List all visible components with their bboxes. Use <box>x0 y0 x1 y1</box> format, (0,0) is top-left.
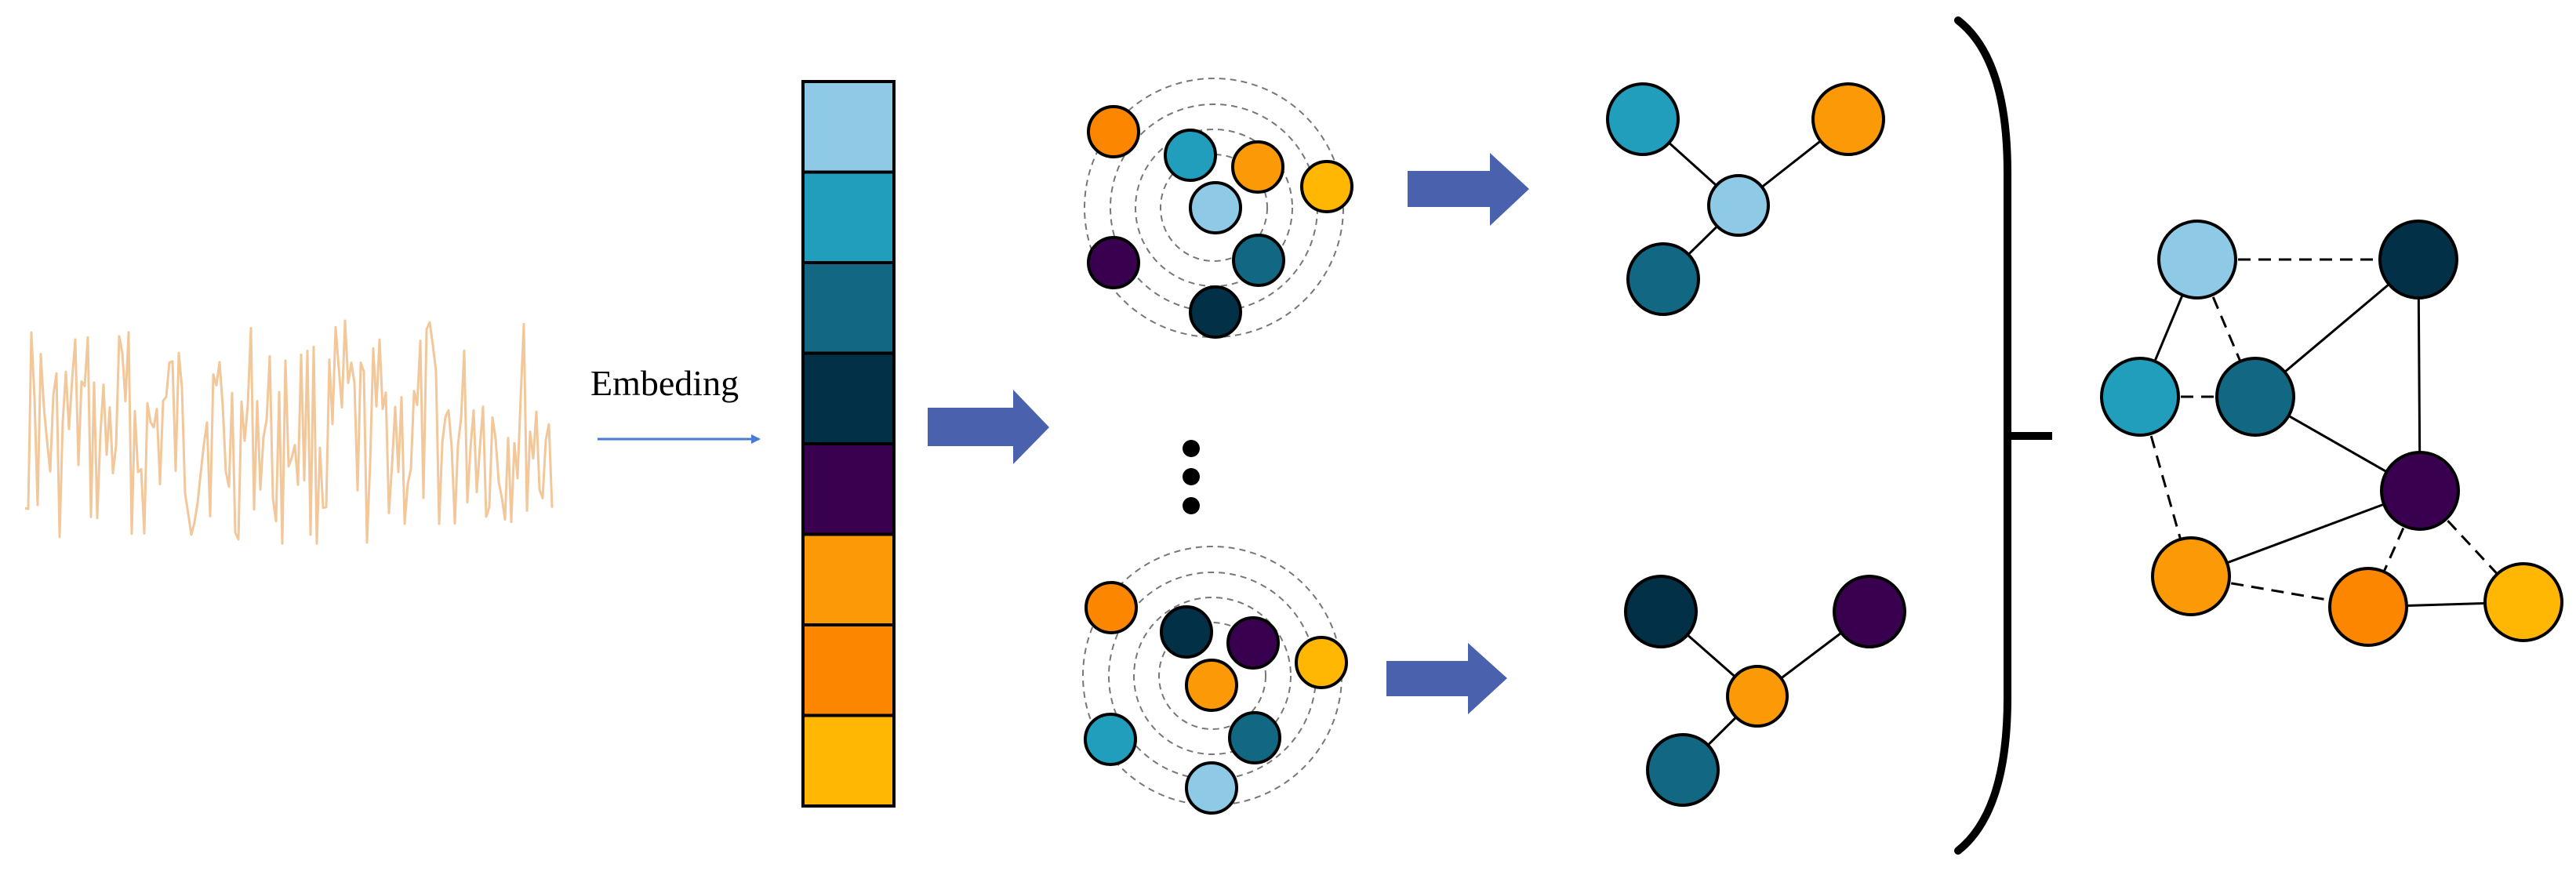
graph-node <box>2328 567 2408 647</box>
graph-node <box>1084 713 1137 766</box>
embedding-label: Embeding <box>590 363 739 403</box>
embedding-cell <box>801 623 896 717</box>
orbit-ring <box>1133 597 1292 755</box>
graph-node <box>1189 181 1242 234</box>
embedding-cell <box>801 80 896 174</box>
graph-node <box>1300 160 1353 213</box>
graph-node <box>1231 140 1284 194</box>
embedding-cell <box>801 532 896 626</box>
graph-node <box>1164 129 1217 182</box>
solid-edge <box>2190 489 2421 578</box>
combined-graph <box>2100 220 2563 647</box>
embedding-cell <box>801 713 896 808</box>
orbit-ring <box>1158 622 1266 730</box>
embedding-vector <box>801 80 896 808</box>
graph-node <box>2157 220 2237 300</box>
graph-node <box>1811 82 1885 156</box>
graph-node <box>1085 581 1138 634</box>
graph-node <box>2151 536 2231 616</box>
graph-node <box>1646 733 1720 807</box>
subgraph-bottom <box>1624 575 1906 807</box>
graph-node <box>1185 659 1238 712</box>
graph-node <box>1606 82 1680 156</box>
graph-node <box>1226 616 1280 670</box>
graph-node <box>1087 105 1140 158</box>
node-cluster-top <box>1084 78 1353 339</box>
graph-node <box>1295 636 1348 689</box>
time-series-signal-icon <box>24 319 554 545</box>
graph-node <box>2100 357 2180 437</box>
subgraph-top <box>1606 82 1885 316</box>
graph-node <box>1185 761 1238 815</box>
node-cluster-bottom <box>1082 546 1348 815</box>
graph-node <box>1624 575 1698 648</box>
graph-node <box>1232 234 1285 287</box>
graph-node <box>2380 451 2460 531</box>
graph-node <box>2483 562 2563 642</box>
graph-node <box>1189 285 1242 339</box>
embedding-cell <box>801 442 896 536</box>
graph-node <box>1087 236 1140 289</box>
ellipsis-dots-icon <box>1183 440 1200 514</box>
graph-node <box>2378 220 2458 300</box>
graph-node <box>1626 242 1700 316</box>
orbit-ring <box>1160 154 1268 262</box>
graph-node <box>1228 711 1281 764</box>
graph-node <box>1160 605 1213 659</box>
bracket-icon <box>1954 16 2052 855</box>
graph-node <box>1833 575 1906 648</box>
embedding-cell <box>801 351 896 445</box>
embedding-cell <box>801 261 896 355</box>
embedding-cell <box>801 170 896 264</box>
graph-node <box>1726 665 1789 728</box>
graph-node <box>2215 357 2295 437</box>
graph-node <box>1707 174 1770 237</box>
block-arrow-icon <box>928 153 1529 714</box>
